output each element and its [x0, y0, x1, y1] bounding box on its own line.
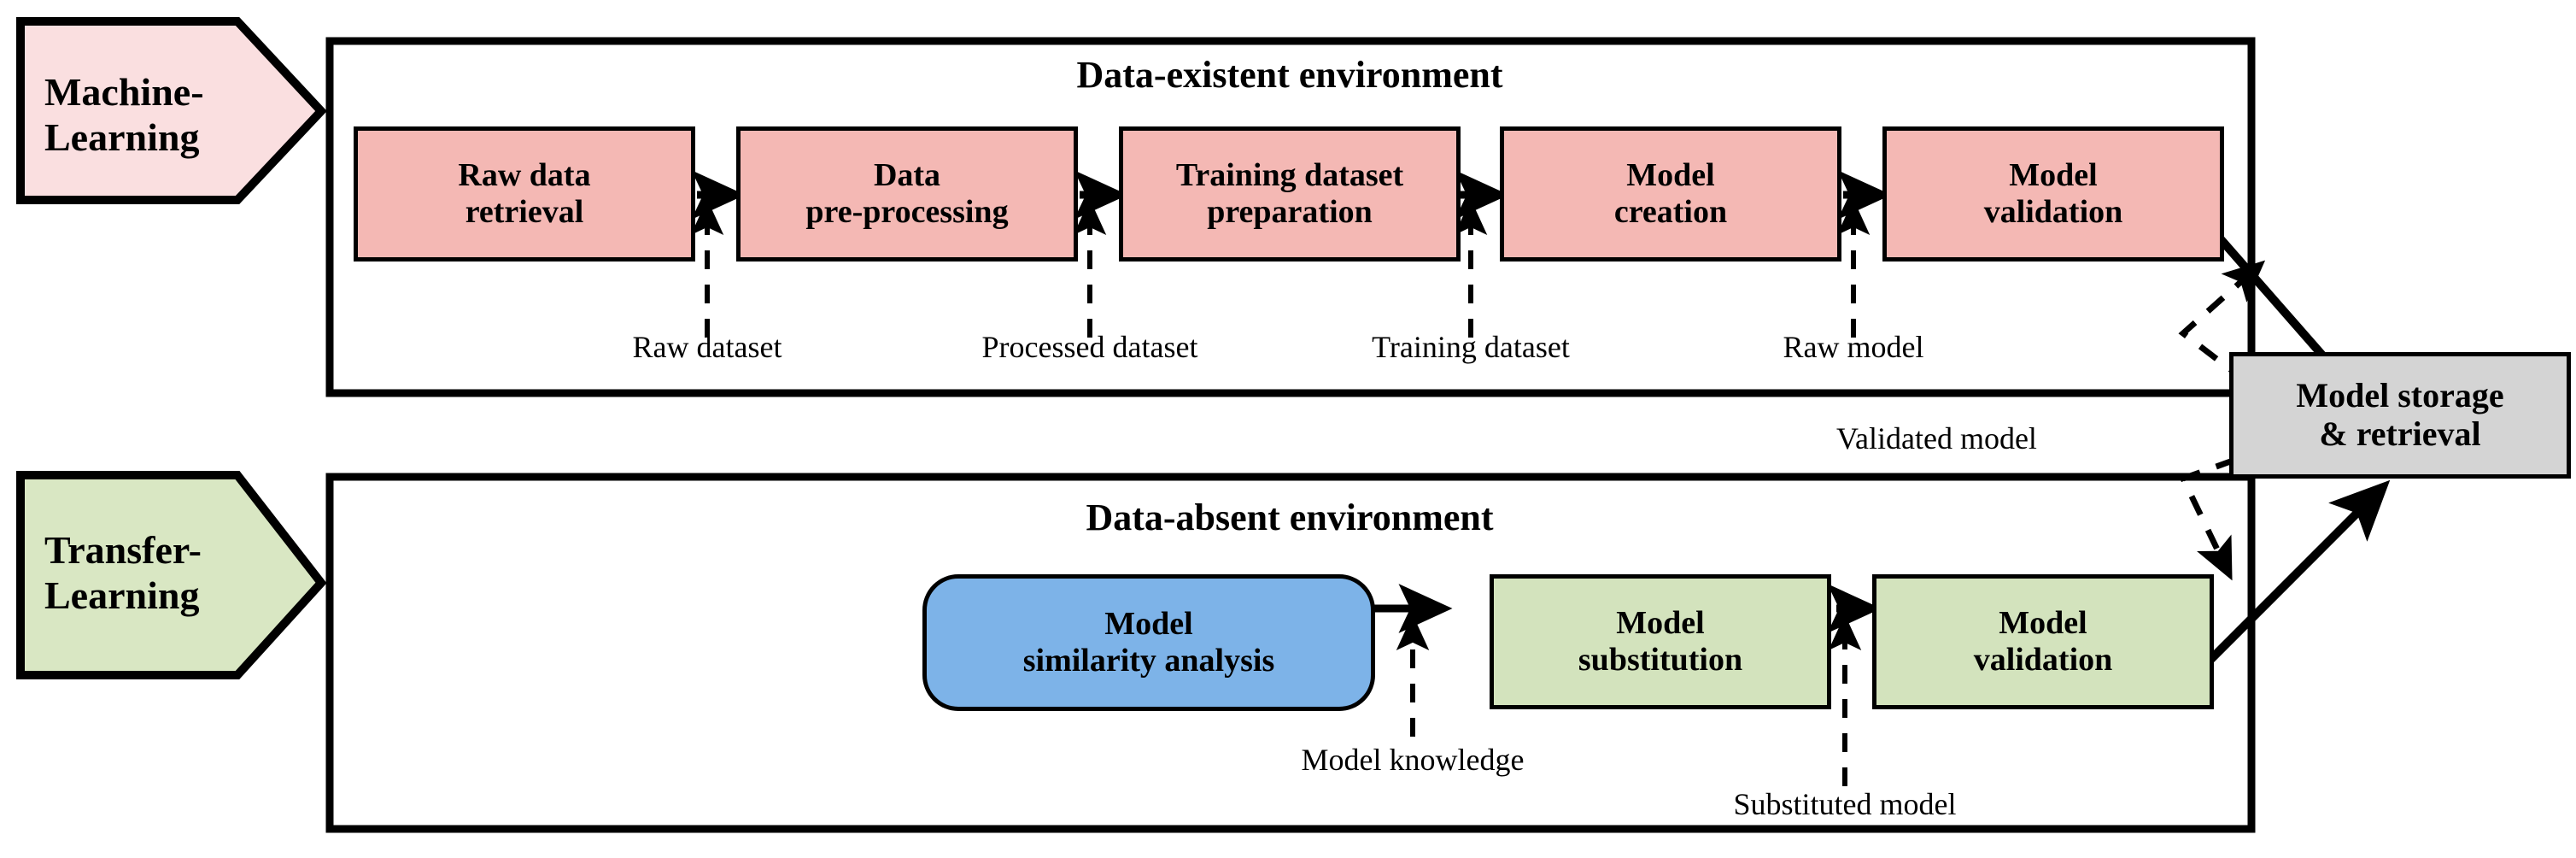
data-existent-environment-title: Data-existent environment: [1076, 54, 1503, 96]
flow-label-raw-model: Raw model: [1783, 330, 1924, 364]
lane-label-transfer-learning-line1: Transfer-: [44, 528, 202, 572]
stage-training-dataset-preparation-line1: Training dataset: [1175, 157, 1404, 194]
data-absent-environment-title: Data-absent environment: [1086, 497, 1494, 538]
stage-model-creation-line1: Model: [1626, 157, 1715, 194]
stage-model-similarity-analysis[interactable]: Model similarity analysis: [922, 574, 1375, 711]
lane-label-machine-learning-line1: Machine-: [44, 70, 204, 114]
flow-label-processed-dataset: Processed dataset: [981, 330, 1198, 364]
flow-connector-processed-dataset: [1073, 170, 1128, 338]
stage-training-dataset-preparation[interactable]: Training dataset preparation: [1119, 126, 1461, 262]
stage-raw-data-retrieval-line2: retrieval: [465, 194, 584, 230]
lane-label-transfer-learning: Transfer- Learning: [44, 528, 258, 619]
stage-model-validation-line2: validation: [1983, 194, 2123, 230]
stage-model-creation[interactable]: Model creation: [1500, 126, 1841, 262]
flow-connector-training-dataset: [1454, 170, 1509, 338]
lane-label-machine-learning: Machine- Learning: [44, 70, 249, 161]
flow-connector-substituted-model: [1827, 584, 1882, 786]
stage-data-pre-processing-line2: pre-processing: [805, 194, 1009, 230]
stage-model-substitution-line1: Model: [1616, 605, 1705, 642]
stage-raw-data-retrieval[interactable]: Raw data retrieval: [354, 126, 695, 262]
stage-raw-data-retrieval-line1: Raw data: [458, 157, 591, 194]
flow-label-substituted-model: Substituted model: [1733, 787, 1957, 821]
flow-connector-raw-dataset: [690, 170, 746, 338]
stage-model-similarity-analysis-line2: similarity analysis: [1022, 643, 1275, 679]
flow-connector-model-knowledge: [1373, 584, 1453, 737]
stage-model-substitution-line2: substitution: [1578, 642, 1743, 678]
model-storage-retrieval-line1: Model storage: [2296, 376, 2504, 415]
stage-model-validation-tl-line1: Model: [1999, 605, 2087, 642]
lane-label-transfer-learning-line2: Learning: [44, 573, 200, 617]
stage-model-validation-line1: Model: [2009, 157, 2098, 194]
arrow-tl-validation-to-storage: [2183, 479, 2391, 687]
flow-label-training-dataset: Training dataset: [1372, 330, 1570, 364]
stage-data-pre-processing[interactable]: Data pre-processing: [736, 126, 1078, 262]
stage-data-pre-processing-line1: Data: [873, 157, 941, 194]
flow-label-raw-dataset: Raw dataset: [632, 330, 782, 364]
model-storage-retrieval-box[interactable]: Model storage & retrieval: [2229, 352, 2571, 479]
lane-label-machine-learning-line2: Learning: [44, 115, 200, 159]
flow-connector-raw-model: [1836, 170, 1892, 338]
flow-label-model-knowledge: Model knowledge: [1301, 743, 1525, 777]
stage-model-validation-tl-line2: validation: [1973, 642, 2113, 678]
stage-training-dataset-preparation-line2: preparation: [1207, 194, 1373, 230]
stage-model-creation-line2: creation: [1613, 194, 1728, 230]
stage-model-similarity-analysis-line1: Model: [1104, 606, 1193, 643]
stage-model-validation[interactable]: Model validation: [1882, 126, 2224, 262]
stage-model-substitution[interactable]: Model substitution: [1490, 574, 1831, 709]
flow-label-validated-model: Validated model: [1836, 421, 2037, 455]
model-storage-retrieval-line2: & retrieval: [2319, 414, 2481, 453]
stage-model-validation-tl[interactable]: Model validation: [1872, 574, 2214, 709]
